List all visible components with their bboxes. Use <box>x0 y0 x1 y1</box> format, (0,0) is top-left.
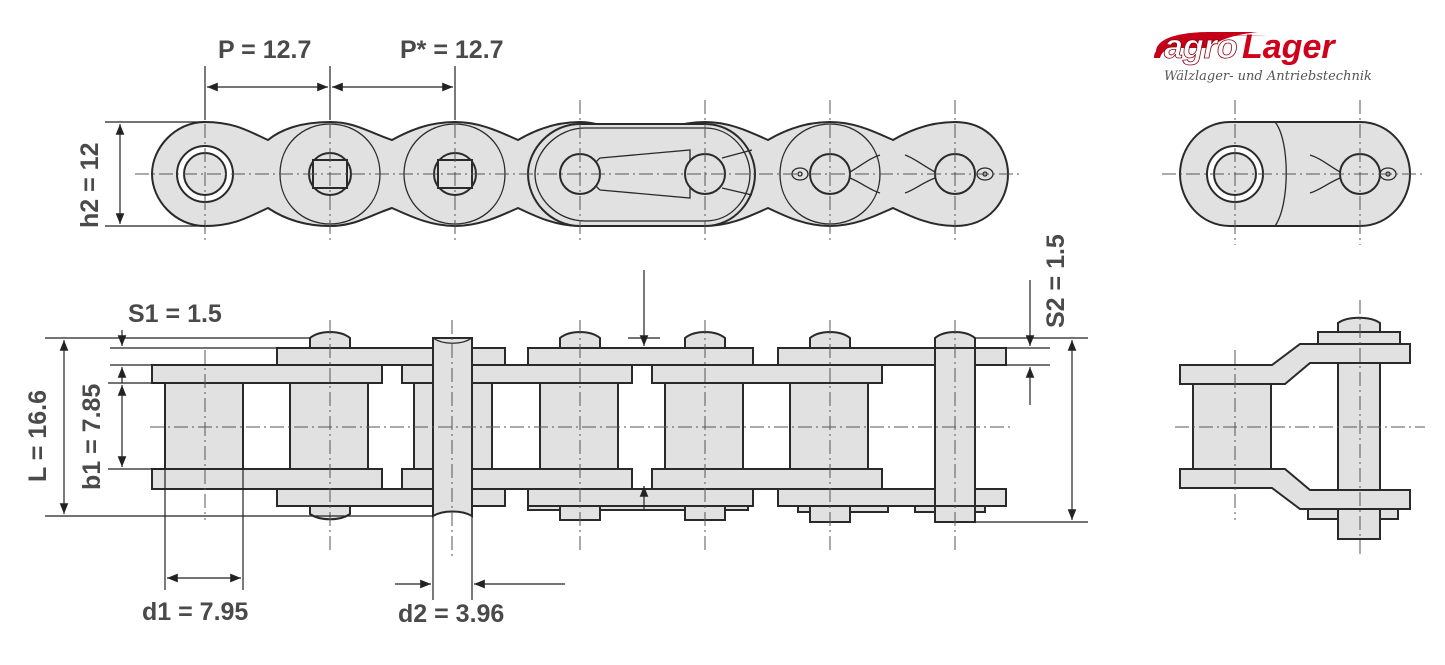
connecting-link-top-view <box>1175 300 1425 555</box>
s1-dimension: S1 = 1.5 <box>110 300 277 383</box>
logo-tagline: Wälzlager- und Antriebstechnik <box>1164 69 1372 84</box>
s2-label: S2 = 1.5 <box>1042 234 1070 328</box>
agrolager-logo: agro Lager Wälzlager- und Antriebstechni… <box>1154 28 1372 84</box>
plate-height-label: h2 = 12 <box>76 143 104 228</box>
right-extent-dimension <box>975 337 1088 523</box>
logo-lager: Lager <box>1242 28 1336 66</box>
plate-height-dimension: h2 = 12 <box>76 121 205 228</box>
pin-diameter-dimension: d2 = 3.96 <box>395 516 565 628</box>
pitch-label: P = 12.7 <box>218 36 311 64</box>
roller-diameter-label: d1 = 7.95 <box>142 598 248 626</box>
inner-width-label: b1 = 7.85 <box>78 384 106 490</box>
pin-diameter-label: d2 = 3.96 <box>398 600 504 628</box>
pitch-dimension: P = 12.7 P* = 12.7 <box>204 36 504 120</box>
pitch-star-label: P* = 12.7 <box>400 36 504 64</box>
logo-agro: agro <box>1164 28 1238 66</box>
roller-diameter-dimension: d1 = 7.95 <box>142 469 248 626</box>
s1-label: S1 = 1.5 <box>128 300 222 328</box>
connecting-link-side-view <box>1162 100 1425 245</box>
s2-dimension: S2 = 1.5 <box>1006 234 1070 405</box>
overall-width-label: L = 16.6 <box>24 390 52 482</box>
overall-width-dimension: L = 16.6 <box>24 337 433 517</box>
chain-top-view <box>150 320 1010 560</box>
inner-width-dimension: b1 = 7.85 <box>78 382 165 490</box>
chain-side-view <box>135 100 1020 240</box>
offset-dimension <box>628 270 660 510</box>
